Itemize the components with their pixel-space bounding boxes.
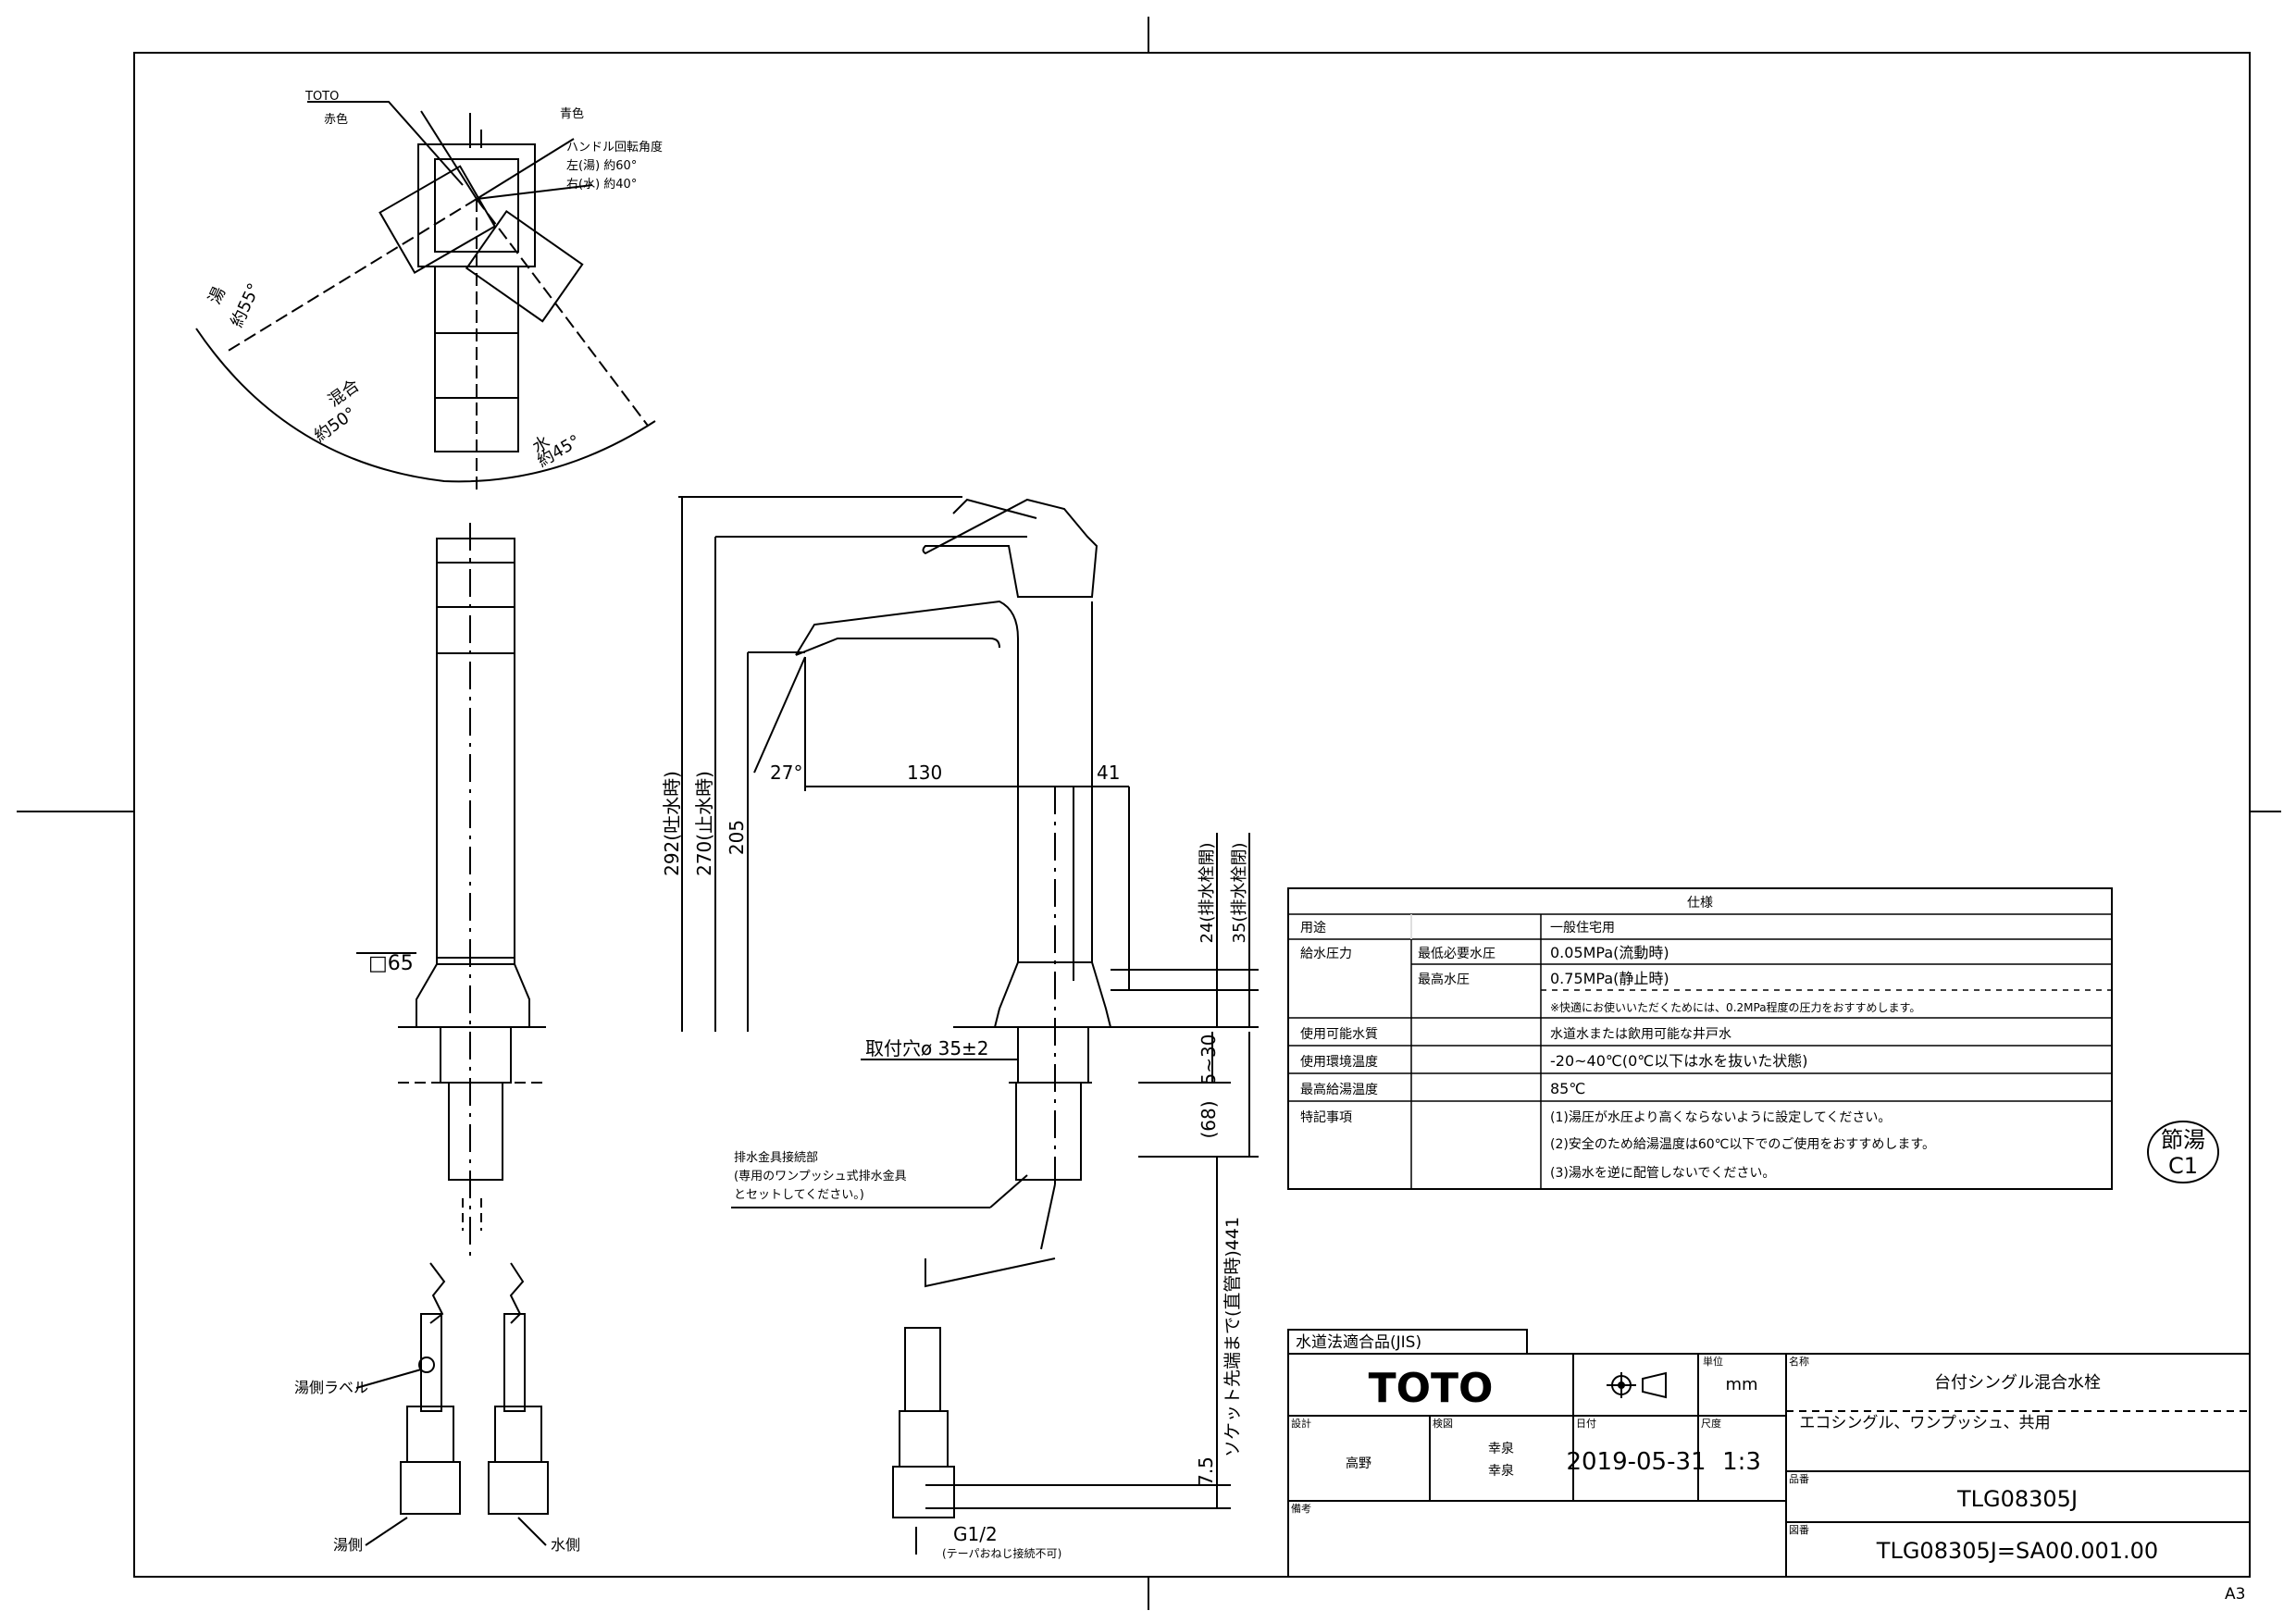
- hot-side-label-note: 湯側ラベル: [294, 1379, 368, 1396]
- unit-label: 単位: [1703, 1355, 1723, 1368]
- spec-value-6: 85℃: [1550, 1080, 1585, 1097]
- checker-name-1: 幸泉: [1488, 1441, 1514, 1456]
- drawing-frame: [133, 52, 2251, 1578]
- product-subname: エコシングル、ワンプッシュ、共用: [1799, 1414, 2050, 1432]
- square-size: □65: [368, 952, 414, 975]
- spec-value-5: -20~40℃(0℃以下は水を抜いた状態): [1550, 1052, 1808, 1070]
- spec-label-4: 使用可能水質: [1300, 1026, 1378, 1042]
- dim-130: 130: [907, 762, 942, 784]
- dim-270: 270(止水時): [693, 771, 715, 876]
- dim-5-30: 5~30: [1198, 1035, 1220, 1085]
- front-view-labels: □65 湯側ラベル 湯側 水側: [294, 952, 580, 1554]
- spec-value-9: (3)湯水を逆に配管しないでください。: [1550, 1165, 1775, 1181]
- spec-label-5: 使用環境温度: [1300, 1054, 1378, 1070]
- side-view: [678, 496, 1259, 1555]
- title-block: [1287, 1329, 2251, 1578]
- scale-label: 尺度: [1701, 1417, 1721, 1430]
- left-hot-angle: 左(湯) 約60°: [566, 159, 637, 173]
- hot-side-label: 湯側: [333, 1536, 363, 1554]
- cold-side-label: 水側: [551, 1536, 580, 1554]
- badge-line-1: 節湯: [2161, 1127, 2205, 1153]
- spec-sub-1: 最低必要水圧: [1418, 947, 1496, 961]
- spec-value-7: (1)湯圧が水圧より高くならないように設定してください。: [1550, 1109, 1891, 1125]
- spec-label-7: 特記事項: [1300, 1109, 1352, 1125]
- checker-name-2: 幸泉: [1488, 1463, 1514, 1479]
- side-view-labels: 292(吐水時) 270(止水時) 205 27° 130 41 24(排水栓開…: [661, 762, 1249, 1560]
- brand-mark-label: TOTO: [304, 90, 339, 104]
- title-block-text: 水道法適合品(JIS) TOTO 単位 mm 名称 台付シングル混合水栓 エコシ…: [1291, 1333, 2245, 1604]
- spec-label-0: 用途: [1300, 920, 1326, 935]
- front-view: [355, 523, 549, 1546]
- drawing-scale: 1:3: [1722, 1448, 1761, 1476]
- thread-note: (テーパおねじ接続不可): [942, 1546, 1061, 1560]
- design-label: 設計: [1291, 1417, 1311, 1430]
- product-name: 台付シングル混合水栓: [1934, 1373, 2101, 1393]
- spec-value-1: 0.05MPa(流動時): [1550, 944, 1669, 961]
- mount-hole-dim: 取付穴ø 35±2: [865, 1037, 989, 1059]
- model-number: TLG08305J: [1956, 1486, 2078, 1512]
- date-label: 日付: [1576, 1418, 1596, 1430]
- badge-line-2: C1: [2168, 1153, 2198, 1179]
- spec-sub-2: 最高水圧: [1418, 972, 1470, 987]
- drawing-date: 2019-05-31: [1566, 1448, 1706, 1476]
- drawing-number: TLG08305J=SA00.001.00: [1876, 1538, 2158, 1564]
- unit-value: mm: [1725, 1375, 1757, 1394]
- top-view: [195, 101, 656, 490]
- spec-value-0: 一般住宅用: [1550, 921, 1615, 935]
- mix-label: 混合: [325, 376, 364, 411]
- dim-68: (68): [1198, 1100, 1220, 1138]
- spec-value-8: (2)安全のため給湯温度は60℃以下でのご使用をおすすめします。: [1550, 1136, 1935, 1152]
- dim-292: 292(吐水時): [661, 771, 683, 876]
- name-label: 名称: [1789, 1355, 1809, 1368]
- spec-table: 仕様 用途 一般住宅用 給水圧力 最低必要水圧 0.05MPa(流動時) 最高水…: [1287, 887, 2113, 1190]
- drain-note-3: とセットしてください。): [734, 1188, 864, 1202]
- model-label: 品番: [1789, 1473, 1809, 1485]
- dim-35: 35(排水栓閉): [1230, 843, 1249, 944]
- toto-logo: TOTO: [1369, 1365, 1494, 1412]
- remark-label: 備考: [1291, 1503, 1311, 1515]
- dim-41: 41: [1097, 762, 1120, 784]
- center-marks: [17, 17, 2281, 1610]
- dim-205: 205: [726, 820, 748, 855]
- drain-note-2: (専用のワンプッシュ式排水金具: [734, 1169, 907, 1183]
- drain-note-1: 排水金具接続部: [734, 1150, 818, 1165]
- red-label: 赤色: [324, 112, 348, 127]
- spec-label-6: 最高給湯温度: [1300, 1082, 1378, 1097]
- drawing-no-label: 図番: [1789, 1524, 1809, 1536]
- sheet-size: A3: [2225, 1585, 2245, 1604]
- blue-label: 青色: [560, 106, 584, 121]
- check-label: 検図: [1433, 1417, 1453, 1430]
- dim-441: ソケット先端まで(直管時)441: [1222, 1217, 1243, 1457]
- spec-value-4: 水道水または飲用可能な井戸水: [1550, 1027, 1731, 1042]
- angle-27: 27°: [770, 762, 802, 784]
- hot-angle: 約55°: [227, 280, 264, 330]
- spec-label-1: 給水圧力: [1300, 947, 1352, 961]
- jis-label: 水道法適合品(JIS): [1296, 1333, 1421, 1352]
- spec-value-2: 0.75MPa(静止時): [1550, 970, 1669, 987]
- spec-title: 仕様: [1687, 896, 1713, 911]
- hot-label: 湯: [205, 284, 230, 307]
- designer-name: 高野: [1346, 1456, 1371, 1471]
- water-saving-badge: 節湯 C1: [2147, 1121, 2219, 1183]
- right-cold-angle: 右(水) 約40°: [566, 178, 637, 192]
- thread-size: G1/2: [953, 1523, 998, 1545]
- spec-value-3: ※快適にお使いいただくためには、0.2MPa程度の圧力をおすすめします。: [1550, 1000, 1920, 1014]
- dim-24: 24(排水栓開): [1198, 843, 1217, 944]
- dim-7-5: 7.5: [1195, 1456, 1217, 1486]
- handle-angle-label: ハンドル回転角度: [566, 140, 663, 155]
